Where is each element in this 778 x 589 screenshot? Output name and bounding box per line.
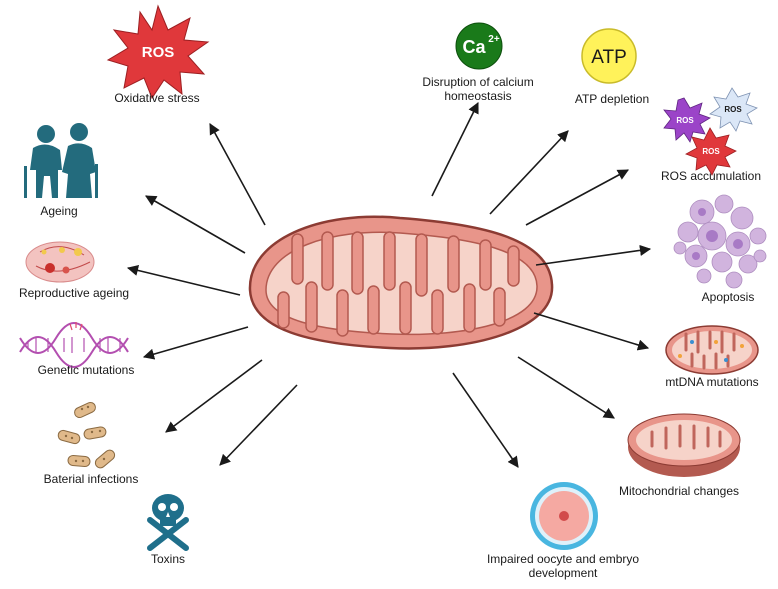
atp-depletion-label: ATP depletion	[574, 92, 650, 106]
reproductive-ageing-label: Reproductive ageing	[18, 286, 130, 300]
calcium-charge: 2+	[488, 34, 500, 45]
ageing-label: Ageing	[40, 204, 78, 218]
ros-red-text: ROS	[702, 147, 720, 156]
arrow-to-atp-depletion	[489, 130, 569, 215]
mtdna-mutations-label: mtDNA mutations	[665, 375, 759, 389]
atp-symbol: ATP	[591, 47, 627, 68]
elderly-couple-icon	[24, 123, 98, 198]
ros-cluster-icon: ROS ROS ROS	[663, 87, 758, 176]
calcium-symbol: Ca	[462, 37, 486, 57]
genetic-mutations-label: Genetic mutations	[37, 363, 135, 377]
arrow-to-bacterial-infections	[165, 359, 263, 433]
mtdna-mitochondrion-icon	[665, 325, 759, 375]
arrow-to-mitochondrial-changes	[517, 356, 615, 419]
calcium-label-line1: Disruption of calcium	[422, 75, 534, 89]
arrow-to-ageing	[145, 195, 246, 254]
apoptosis-label: Apoptosis	[701, 290, 755, 304]
arrow-to-genetic-mutations	[142, 326, 249, 360]
calcium-label-line2: homeostasis	[444, 89, 512, 103]
arrow-to-calcium	[431, 101, 479, 197]
arrow-to-oocyte	[452, 372, 519, 468]
calcium-ion-icon: Ca 2+	[455, 22, 503, 70]
arrow-to-mtdna-mutations	[533, 312, 650, 351]
oxidative-stress-label: Oxidative stress	[114, 91, 200, 105]
oocyte-label-line1: Impaired oocyte and embryo	[486, 552, 640, 566]
dna-helix-icon	[19, 322, 129, 368]
mitochondrial-changes-label: Mitochondrial changes	[618, 484, 740, 498]
oocyte-label-line2: development	[528, 566, 598, 580]
arrow-to-oxidative-stress	[209, 123, 266, 226]
arrow-to-ros-accumulation	[525, 169, 629, 226]
ros-burst-icon: ROS	[106, 4, 210, 100]
ros-light-text: ROS	[724, 105, 742, 114]
arrow-to-toxins	[219, 384, 298, 466]
apoptotic-cell-icon	[673, 194, 767, 289]
ovary-icon	[25, 241, 95, 283]
arrows	[126, 101, 652, 468]
mitochondrion-changes-icon	[627, 413, 741, 477]
arrow-to-reproductive-ageing	[126, 264, 241, 296]
skull-crossbones-icon	[147, 494, 189, 551]
bacterial-infections-label: Baterial infections	[43, 472, 139, 486]
central-mitochondrion-icon	[248, 215, 554, 350]
toxins-label: Toxins	[150, 552, 186, 566]
oocyte-icon	[530, 482, 598, 550]
ros-burst-text: ROS	[142, 44, 175, 61]
bacteria-icon	[57, 401, 116, 469]
ros-purple-text: ROS	[676, 116, 694, 125]
ros-accumulation-label: ROS accumulation	[660, 169, 762, 183]
arrow-to-apoptosis	[535, 244, 652, 266]
atp-icon: ATP	[581, 28, 637, 84]
